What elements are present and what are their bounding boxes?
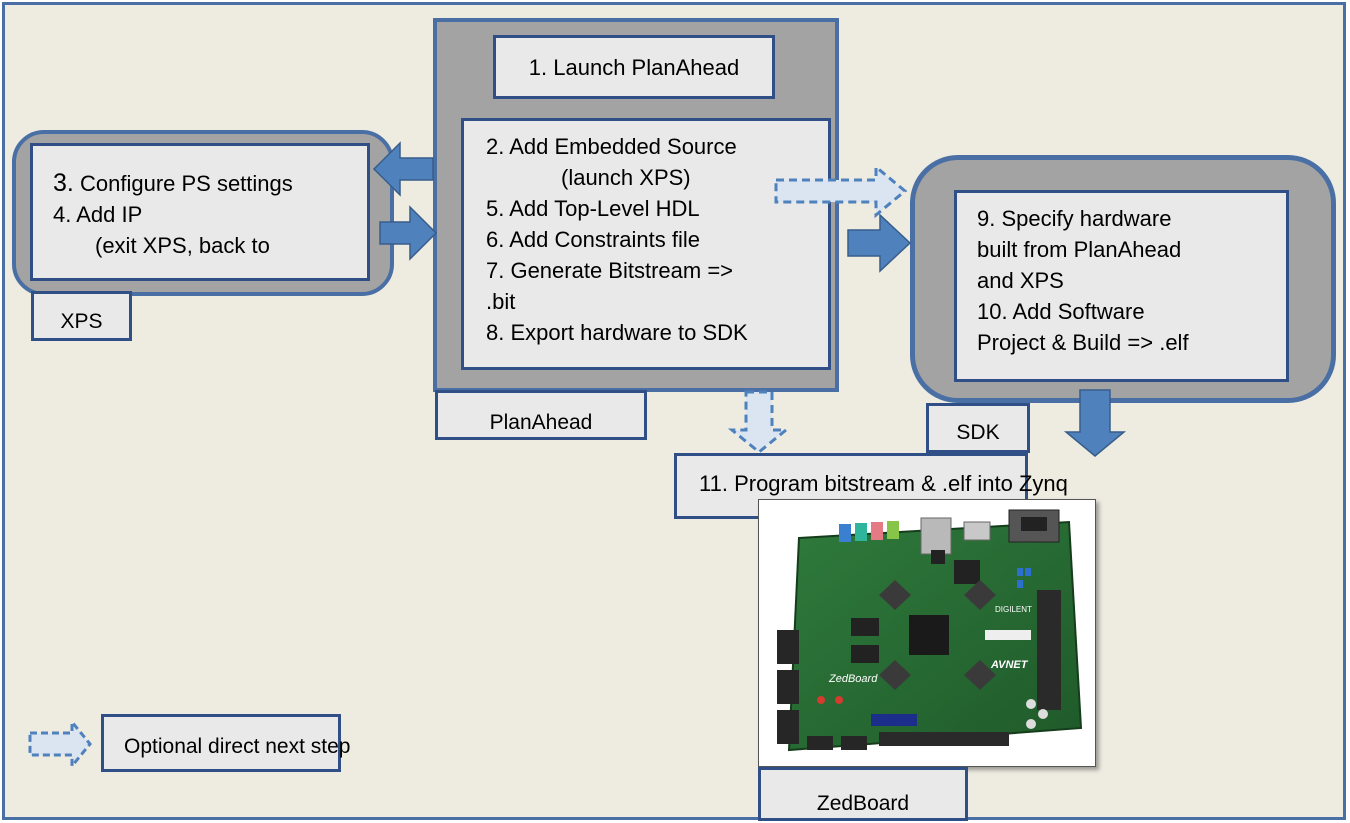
sdk-label-text: SDK xyxy=(956,421,1000,444)
step-4-text: 4. Add IP xyxy=(53,202,143,227)
silk-zedboard: ZedBoard xyxy=(828,673,878,685)
step-3-line: 3. Configure PS settings xyxy=(53,168,367,199)
legend-box: Optional direct next step xyxy=(101,714,350,772)
step-4-note: (exit XPS, back to xyxy=(95,233,270,258)
arrow-to-sdk xyxy=(847,213,912,273)
step-5-text: 5. Add Top-Level HDL xyxy=(486,196,700,221)
step-9-line-2: built from PlanAhead xyxy=(977,237,1182,262)
step-2-note: (launch XPS) xyxy=(561,165,691,190)
step-8-text: 8. Export hardware to SDK xyxy=(486,320,748,345)
planahead-label-text: PlanAhead xyxy=(489,411,593,434)
program-step-text: 11. Program bitstream & .elf into Zynq xyxy=(699,471,1068,496)
xps-label-text: XPS xyxy=(60,310,103,333)
sdk-steps-panel: 9. Specify hardware built from PlanAhead… xyxy=(954,190,1289,382)
step-10-line-2: Project & Build => .elf xyxy=(977,330,1189,355)
arrow-back-to-planahead xyxy=(379,205,438,261)
optional-arrow-to-program xyxy=(727,390,791,454)
step-6-text: 6. Add Constraints file xyxy=(486,227,701,252)
arrow-sdk-to-program xyxy=(1063,389,1127,457)
legend-text: Optional direct next step xyxy=(124,735,351,758)
step-3-text: Configure PS settings xyxy=(79,171,293,196)
step-10-text: 10. Add Software xyxy=(977,299,1145,324)
step-3-number: 3. xyxy=(53,169,74,197)
step-7-continued: .bit xyxy=(486,289,516,314)
zedboard-label-text: ZedBoard xyxy=(816,792,910,815)
optional-arrow-to-sdk xyxy=(774,163,908,219)
arrow-to-xps xyxy=(372,141,434,197)
planahead-label: PlanAhead xyxy=(435,390,647,440)
sdk-label: SDK xyxy=(926,403,1030,453)
silk-avnet: AVNET xyxy=(990,659,1029,671)
step-7-text: 7. Generate Bitstream => xyxy=(486,258,734,283)
planahead-steps-panel: 2. Add Embedded Source (launch XPS) 5. A… xyxy=(461,118,831,370)
launch-planahead-text: 1. Launch PlanAhead xyxy=(528,54,740,80)
legend-dashed-arrow-icon xyxy=(28,717,92,771)
step-9-text: 9. Specify hardware xyxy=(977,206,1172,231)
silk-digilent: DIGILENT xyxy=(995,605,1032,614)
xps-label: XPS xyxy=(31,291,132,341)
zedboard-label: ZedBoard xyxy=(758,767,968,821)
step-9-line-3: and XPS xyxy=(977,268,1064,293)
zedboard-photo: DIGILENT AVNET ZedBoard xyxy=(758,499,1096,767)
step-2-text: 2. Add Embedded Source xyxy=(486,134,737,159)
xps-steps-panel: 3. Configure PS settings 4. Add IP (exit… xyxy=(30,143,370,281)
launch-planahead-box: 1. Launch PlanAhead xyxy=(493,35,775,99)
zedboard-illustration: DIGILENT AVNET ZedBoard xyxy=(777,509,1083,752)
